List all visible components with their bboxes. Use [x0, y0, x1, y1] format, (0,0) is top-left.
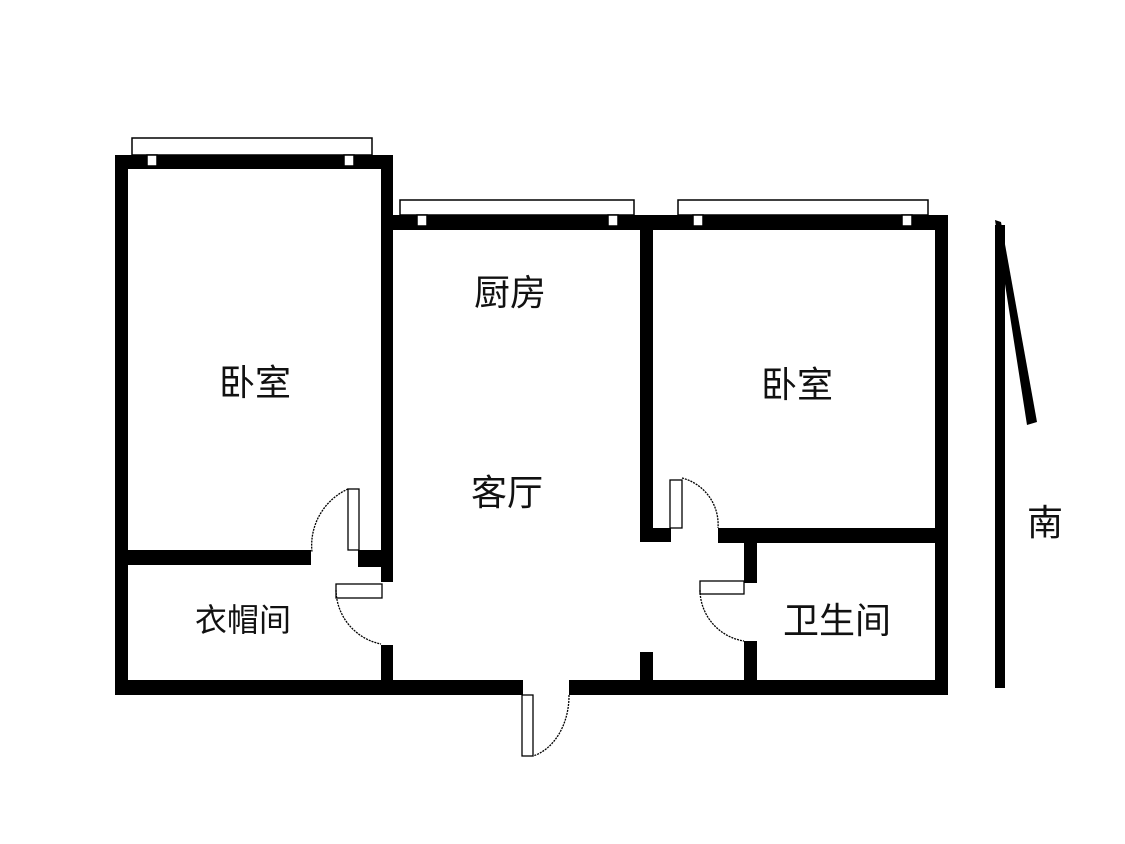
wall: [115, 550, 311, 565]
wall: [640, 528, 671, 542]
door-right-bedroom: [669, 479, 683, 529]
wall: [640, 652, 653, 682]
wall: [935, 215, 948, 695]
room-label-bedroom-left: 卧室: [218, 363, 292, 404]
room-label-cloakroom: 衣帽间: [194, 601, 292, 639]
wall: [115, 680, 523, 695]
window-right-bedroom: [677, 199, 929, 216]
wall: [640, 215, 653, 542]
door-cloakroom: [335, 583, 383, 599]
compass-arrow-icon: [995, 220, 1037, 688]
wall: [381, 155, 393, 582]
door-bathroom: [699, 580, 745, 595]
wall: [744, 641, 757, 695]
room-label-bathroom: 卫生间: [782, 601, 892, 642]
compass-label: 南: [1026, 503, 1064, 544]
wall: [569, 680, 948, 695]
room-label-kitchen: 厨房: [473, 273, 547, 314]
doors: [311, 477, 745, 757]
wall: [744, 528, 757, 583]
room-label-living-room: 客厅: [470, 473, 544, 514]
door-left-bedroom: [347, 488, 360, 551]
window-left-bedroom: [131, 137, 373, 156]
door-entrance: [521, 694, 534, 757]
window-kitchen: [399, 199, 635, 216]
wall: [718, 528, 948, 543]
windows: [131, 137, 929, 224]
wall: [115, 155, 128, 695]
wall: [358, 550, 393, 567]
room-label-bedroom-right: 卧室: [760, 365, 834, 406]
